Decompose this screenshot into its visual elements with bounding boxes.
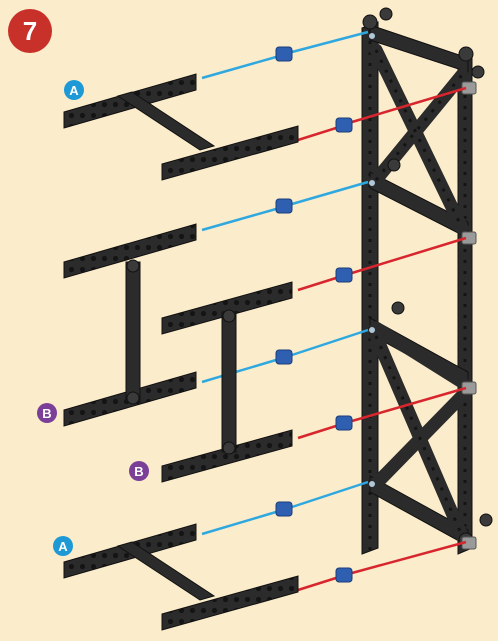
blue-axle-connector xyxy=(276,350,292,364)
step-number-badge: 7 xyxy=(8,9,52,53)
blue-connectors xyxy=(276,47,352,582)
blue-axle-connector xyxy=(336,118,352,132)
beam-assembly-a-bottom xyxy=(64,524,298,630)
blue-axle-connector xyxy=(336,416,352,430)
blue-axle-connector xyxy=(276,47,292,61)
blue-axle-connector xyxy=(276,199,292,213)
label-a-top: A xyxy=(64,80,84,100)
blue-axle-connector xyxy=(336,568,352,582)
label-b-left: B xyxy=(37,403,57,423)
tower-frame xyxy=(362,8,492,554)
label-a-bottom: A xyxy=(53,536,73,556)
label-b-right: B xyxy=(129,461,149,481)
beam-assembly-a-top xyxy=(64,74,298,180)
blue-axle-connector xyxy=(336,268,352,282)
blue-axle-connector xyxy=(276,502,292,516)
